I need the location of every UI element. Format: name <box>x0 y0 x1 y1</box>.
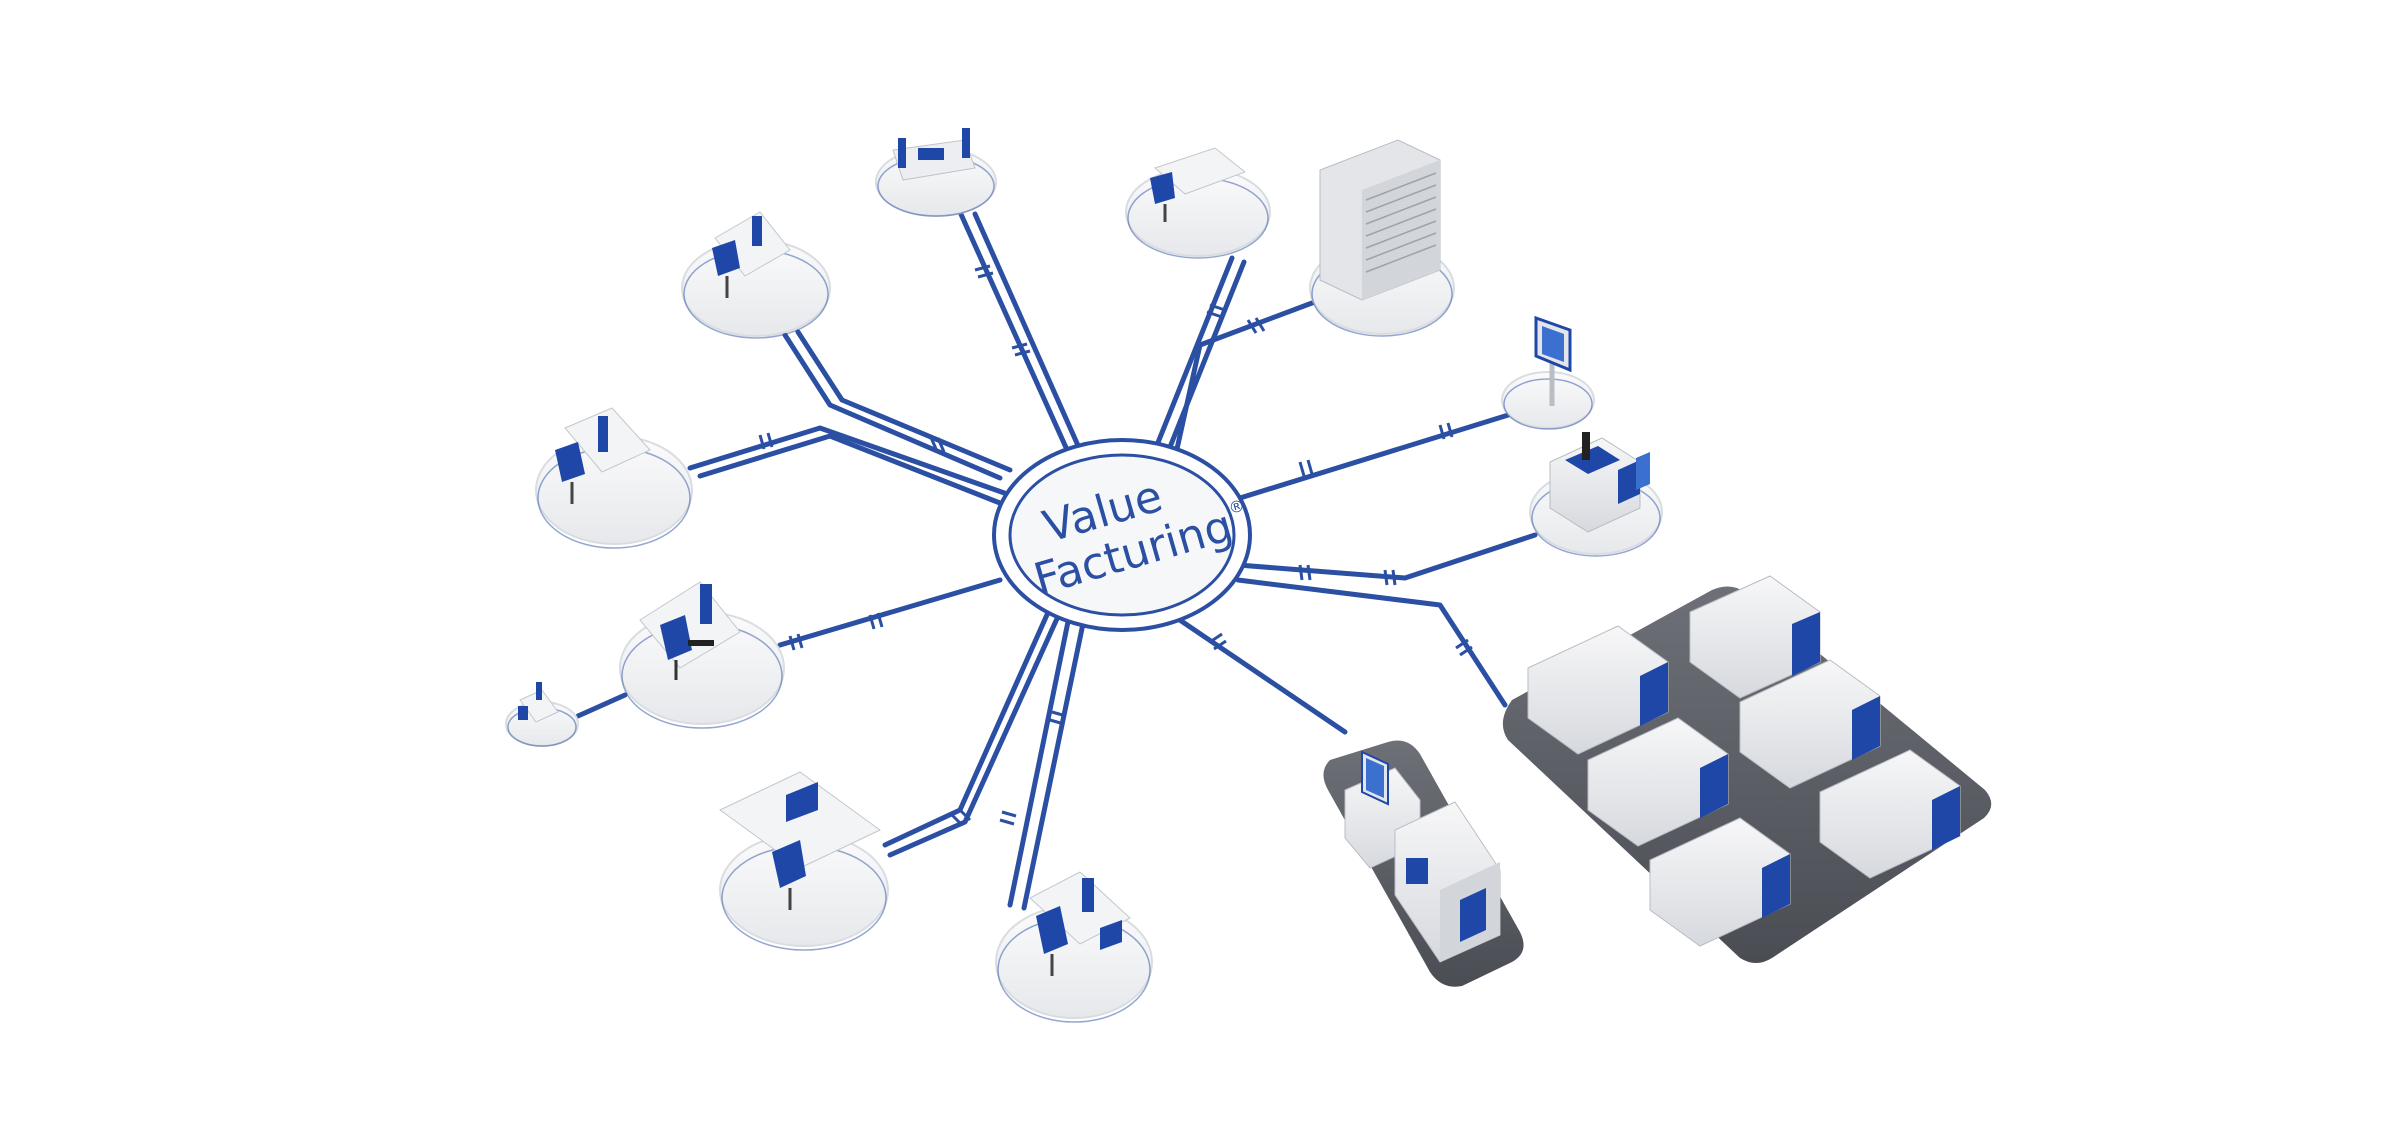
cable-left-b <box>697 433 1008 508</box>
desk-workstation-icon <box>1150 147 1247 222</box>
cable-top-right <box>1152 255 1235 453</box>
cable-bottom <box>1007 609 1073 908</box>
cable-left <box>687 425 1013 498</box>
terminal-icon <box>1534 315 1572 406</box>
value-facturing-hub: Value Facturing ® <box>992 438 1252 632</box>
cable-upper-left-b <box>795 329 1013 473</box>
desk-workstation-icon <box>719 771 881 910</box>
node-workstation-top-small <box>875 128 997 217</box>
cable-connectors <box>758 264 1473 827</box>
desk-workstation-icon <box>555 407 651 504</box>
server-cabinet-icon <box>1319 139 1441 301</box>
cable-single-machine <box>1165 609 1348 735</box>
cable-server <box>1172 297 1323 461</box>
cable-terminal <box>1237 409 1521 501</box>
node-machine-line <box>1502 575 1992 963</box>
measuring-machine-icon <box>1549 432 1650 533</box>
desk-workstation-icon <box>712 211 791 298</box>
node-workstation-upper-left <box>681 211 831 339</box>
node-workstation-top-right <box>1125 147 1271 259</box>
cable-measuring <box>1235 532 1538 581</box>
cable-lower-left-b <box>887 609 1063 858</box>
cable-lower-left <box>882 605 1053 848</box>
desk-workstation-icon <box>518 682 559 723</box>
node-workstation-bottom <box>995 871 1153 1023</box>
hub-registered-mark: ® <box>1226 495 1247 518</box>
workbench-icon <box>892 128 976 181</box>
cable-machine-line <box>1235 577 1508 708</box>
network-cables <box>575 209 1538 911</box>
cable-top-right-b <box>1165 259 1247 455</box>
cable-cad <box>777 577 1003 648</box>
node-standing-terminal <box>1501 315 1595 430</box>
desk-workstation-icon <box>1029 871 1131 976</box>
node-workstation-lower-left <box>719 771 889 951</box>
node-measuring-station <box>1529 432 1663 557</box>
cable-bottom-b <box>1021 611 1088 911</box>
node-cad-workstation <box>619 581 785 729</box>
cnc-machine-line-icon <box>1527 575 1961 947</box>
node-server-cabinet <box>1309 139 1455 337</box>
cad-workstation-icon <box>639 581 741 680</box>
node-workstation-left <box>535 407 693 549</box>
node-mini-workstation <box>505 682 579 747</box>
cable-top-small <box>957 209 1071 455</box>
node-single-machine-cell <box>1323 740 1524 987</box>
cable-mini <box>575 692 628 719</box>
cnc-machine-icon <box>1394 801 1501 963</box>
cable-upper-left <box>782 332 1003 481</box>
cable-top-small-b <box>972 211 1083 453</box>
